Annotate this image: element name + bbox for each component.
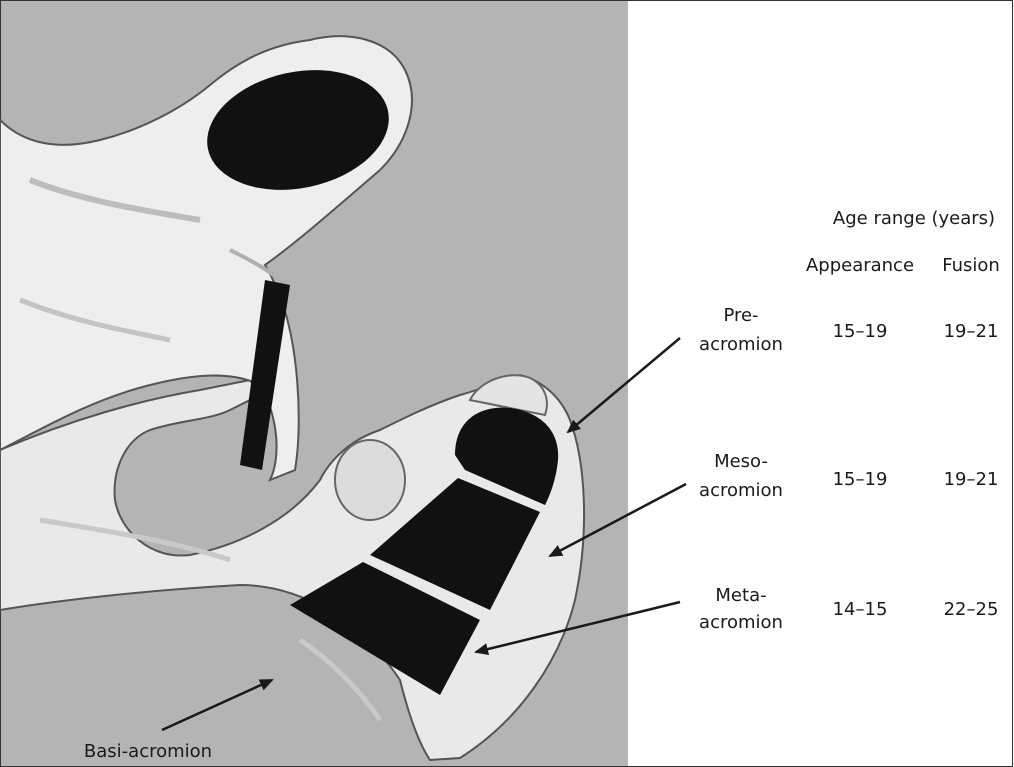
basi-acromion-label: Basi-acromion <box>84 741 212 762</box>
age-range-header: Age range (years) <box>833 208 995 229</box>
pre-acromion-fusion: 19–21 <box>944 321 999 342</box>
meso-acromion-fusion: 19–21 <box>944 469 999 490</box>
meta-acromion-appearance: 14–15 <box>833 599 888 620</box>
pre-acromion-label-line1: Pre- <box>723 305 758 326</box>
meso-acromion-label-line1: Meso- <box>714 451 768 472</box>
acromion-tubercle <box>335 440 405 520</box>
pre-acromion-appearance: 15–19 <box>833 321 888 342</box>
pre-acromion-label-line2: acromion <box>699 334 783 355</box>
appearance-column-header: Appearance <box>806 255 914 276</box>
meso-acromion-appearance: 15–19 <box>833 469 888 490</box>
fusion-column-header: Fusion <box>942 255 1000 276</box>
meta-acromion-label-line2: acromion <box>699 612 783 633</box>
meso-acromion-label-line2: acromion <box>699 480 783 501</box>
meta-acromion-label-line1: Meta- <box>715 585 766 606</box>
meta-acromion-fusion: 22–25 <box>944 599 999 620</box>
